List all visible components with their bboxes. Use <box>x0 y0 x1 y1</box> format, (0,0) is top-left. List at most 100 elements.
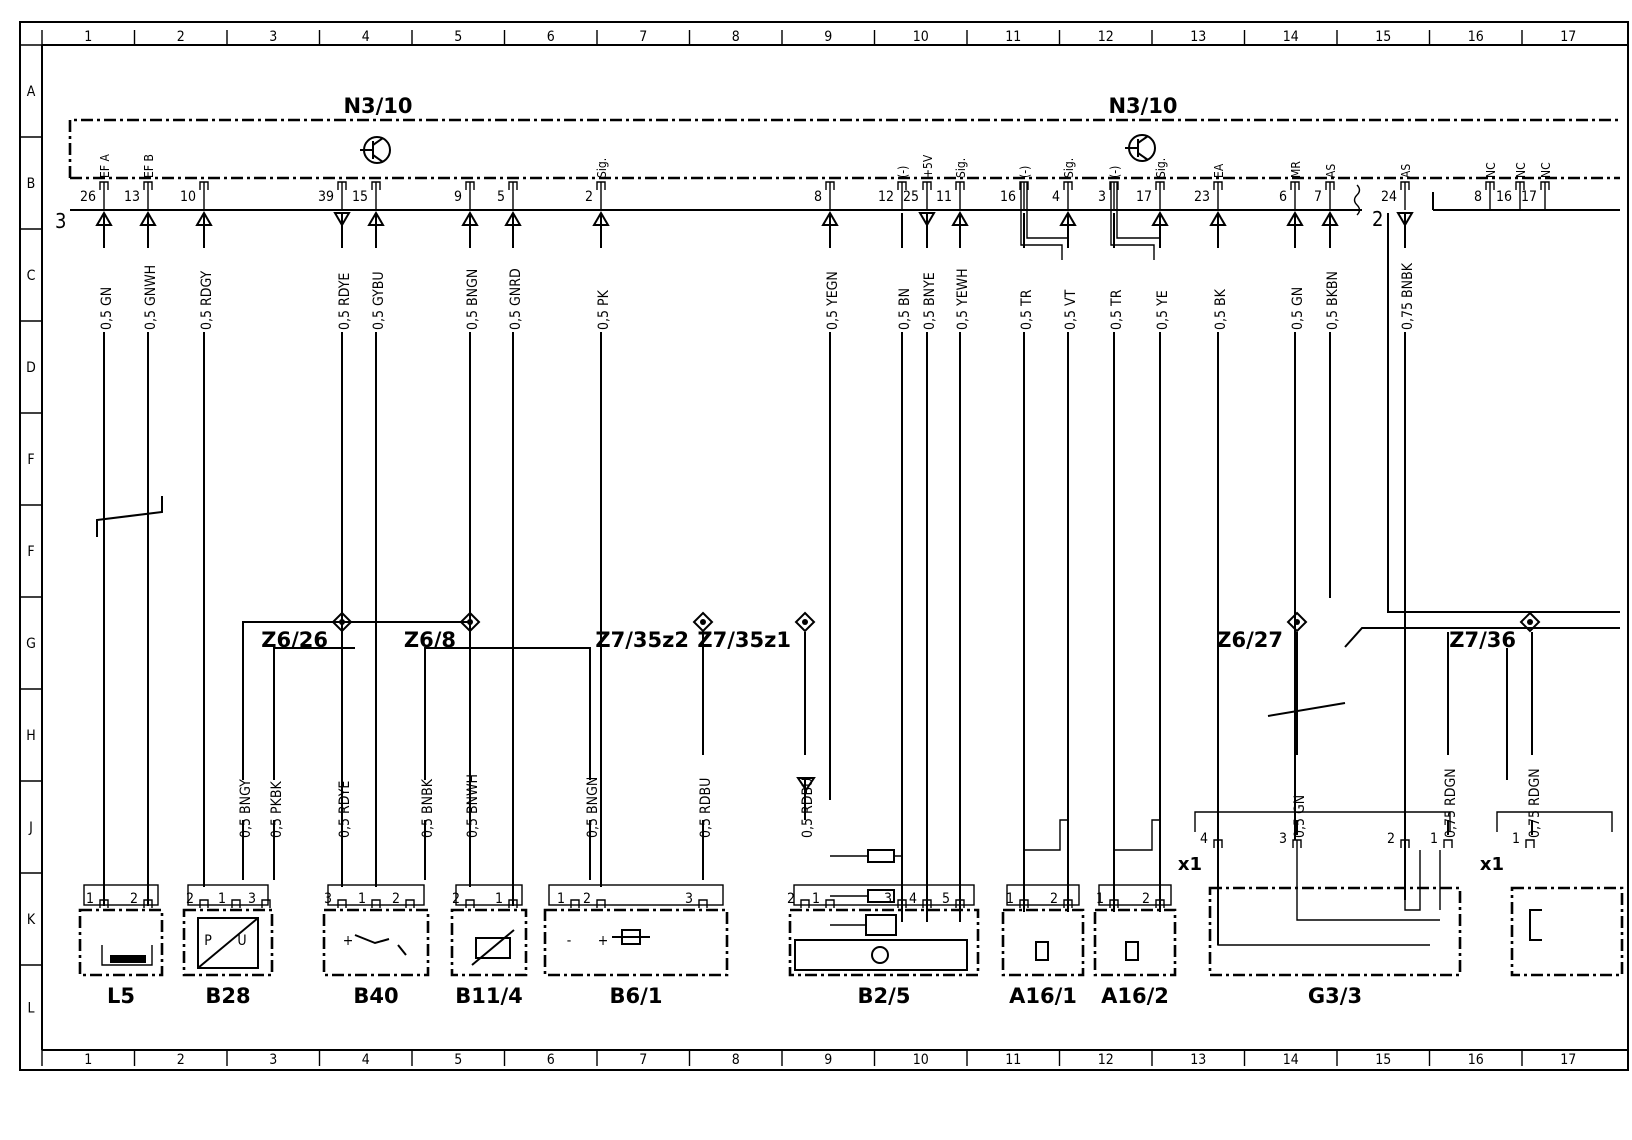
knock-sensor-icon <box>1035 941 1049 961</box>
grid-column-label: 10 <box>913 1052 929 1068</box>
component-pin-number: 1 <box>1512 831 1520 847</box>
component-pin-number: 2 <box>1387 831 1395 847</box>
resistor-icon <box>865 914 897 936</box>
wire-label: 0,5 YE <box>1155 290 1171 330</box>
pin-signal: AS <box>1324 164 1338 178</box>
component-inner-label: P <box>204 933 212 949</box>
pin-8: 8NC <box>1474 162 1498 210</box>
splice-z6-26: Z6/26 <box>261 611 353 652</box>
pin-signal: Sig. <box>595 158 609 178</box>
pin-signal: (-) <box>1018 166 1032 178</box>
grid-column-label: 10 <box>913 29 929 45</box>
component-pin-number: 5 <box>942 891 950 907</box>
branch-wire: 0,5 BNGY <box>238 660 254 880</box>
wire-label: 0,5 BKBN <box>1325 271 1341 330</box>
splice-label: Z7/35z1 <box>697 628 791 652</box>
wire-label: 0,5 RDBU <box>800 778 816 838</box>
pin-number: 7 <box>1314 189 1322 205</box>
component-pin-number: 3 <box>248 891 256 907</box>
component-inner-label: U <box>237 933 246 949</box>
pin-signal: Sig. <box>1062 158 1076 178</box>
splice-label: Z6/26 <box>261 628 328 652</box>
pin-number: 16 <box>1496 189 1512 205</box>
component-pin-number: 4 <box>1200 831 1208 847</box>
splice-z7-36: Z7/36 <box>1449 611 1541 652</box>
pin-number: 39 <box>318 189 334 205</box>
component-label: G3/3 <box>1308 984 1362 1008</box>
pin-number: 2 <box>585 189 593 205</box>
pin-signal: MR <box>1289 161 1303 178</box>
grid-row-label: K <box>27 912 36 928</box>
grid-row-label: D <box>26 360 36 376</box>
pin-signal: EF B <box>142 154 156 178</box>
component-pin-number: 1 <box>1096 891 1104 907</box>
grid-column-label: 12 <box>1098 29 1114 45</box>
wire-label: 0,5 GNWH <box>143 265 159 330</box>
component-label: B11/4 <box>455 984 523 1008</box>
pin-number: 9 <box>454 189 462 205</box>
grid-column-label: 16 <box>1468 29 1484 45</box>
wire-label: 0,5 RDYE <box>337 273 353 330</box>
grid-column-label: 16 <box>1468 1052 1484 1068</box>
component-pin-number: 2 <box>1142 891 1150 907</box>
pin-8: 80,5 YEGN <box>814 181 841 800</box>
branch-wire: 0,5 RDYE <box>337 632 353 880</box>
splice-z6-8: Z6/8 <box>404 611 481 652</box>
component-pin-number: 1 <box>812 891 820 907</box>
splice-label: Z7/36 <box>1449 628 1516 652</box>
pin-signal: EA <box>1212 163 1226 178</box>
branch-wire: 0,75 RDGN <box>1527 632 1543 838</box>
component-label: B28 <box>205 984 250 1008</box>
pin-39: 39 0,5 RDYE <box>318 181 353 887</box>
flow-meter-icon <box>794 939 968 971</box>
resistor-icon <box>867 849 895 863</box>
component-pin-number: 2 <box>583 891 591 907</box>
pin-signal: NC <box>1484 162 1498 178</box>
wire-label: 0,5 GYBU <box>371 271 387 330</box>
knock-sensor-icon <box>1125 941 1139 961</box>
component-pin-number: 2 <box>1050 891 1058 907</box>
connector-bus: 3 2 <box>55 184 1620 233</box>
grid-row-label: J <box>28 820 33 836</box>
wire-label: 0,5 TR <box>1019 289 1035 330</box>
wire-label: 0,5 GN <box>1292 795 1308 838</box>
wire-label: 0,5 TR <box>1109 289 1125 330</box>
grid-column-label: 9 <box>824 1052 832 1068</box>
wire-label: 0,5 GNRD <box>508 268 524 330</box>
component-pin-number: 3 <box>324 891 332 907</box>
drawing-frame <box>19 21 1629 1071</box>
wire-label: 0,5 PK <box>596 289 612 330</box>
grid-column-label: 3 <box>269 1052 277 1068</box>
splice-z7-35z1: Z7/35z1 <box>697 611 816 652</box>
branch-wire: 0,75 RDGN <box>1443 632 1459 838</box>
grid-column-label: 3 <box>269 29 277 45</box>
pin-number: 17 <box>1521 189 1537 205</box>
wire-label: 0,75 RDGN <box>1527 768 1543 838</box>
wire-label: 0,5 YEGN <box>825 271 841 330</box>
branch-wire: 0,5 BNGN <box>585 660 601 880</box>
pin-number: 10 <box>180 189 196 205</box>
cu-label-left: N3/10 <box>343 94 412 118</box>
grid-column-label: 7 <box>639 1052 647 1068</box>
pin-number: 11 <box>936 189 952 205</box>
wire-label: 0,5 BNGN <box>465 269 481 330</box>
grid-column-label: 17 <box>1560 29 1576 45</box>
splice-label: Z6/8 <box>404 628 456 652</box>
grid-row-label: C <box>27 268 36 284</box>
pin-3: 3(-)0,5 TR <box>1098 166 1125 912</box>
component-pin-number: 2 <box>392 891 400 907</box>
wire-label: 0,5 VT <box>1063 289 1079 330</box>
coil-icon <box>110 955 146 963</box>
pin-5: 50,5 GNRD <box>497 181 524 906</box>
grid-column-label: 2 <box>177 1052 185 1068</box>
splice-label: Z6/27 <box>1216 628 1283 652</box>
wire-label: 0,75 RDGN <box>1443 768 1459 838</box>
pin-number: 6 <box>1279 189 1287 205</box>
